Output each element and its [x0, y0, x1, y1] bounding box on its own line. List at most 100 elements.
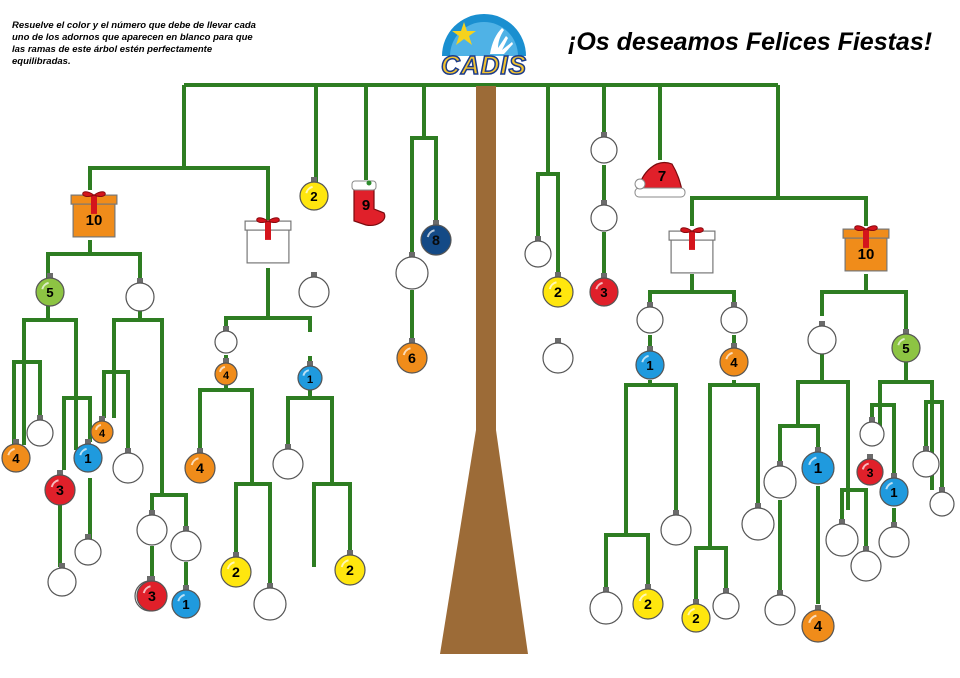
- shine: [302, 369, 310, 376]
- ornament-cap: [311, 177, 317, 183]
- ornament-ball[interactable]: 1: [73, 439, 103, 473]
- ornament-ball[interactable]: 2: [220, 552, 252, 588]
- ornament-cap: [125, 448, 131, 454]
- ornament-ball[interactable]: [272, 444, 304, 480]
- ornament-ball[interactable]: 3: [856, 454, 884, 486]
- ornament-ball[interactable]: 1: [297, 361, 323, 391]
- ornament-ball[interactable]: [170, 526, 202, 562]
- ball-body: [125, 282, 155, 312]
- ornament-number: 1: [814, 460, 823, 477]
- ornament-ball[interactable]: [878, 522, 910, 558]
- shine: [595, 208, 604, 216]
- ornament-hat[interactable]: 7: [634, 162, 686, 198]
- ornament-cap: [149, 510, 155, 516]
- branch-wire: [840, 488, 848, 522]
- ornament-ball[interactable]: 1: [879, 473, 909, 507]
- ornament-cap: [815, 447, 821, 453]
- ornament-cap: [819, 321, 825, 327]
- ornament-ball[interactable]: 4: [90, 416, 114, 444]
- ornament-ball[interactable]: 4: [184, 448, 216, 484]
- ornament-ball[interactable]: 8: [420, 220, 452, 256]
- ornament-stocking[interactable]: 9: [351, 180, 386, 226]
- ornament-ball[interactable]: [850, 546, 882, 582]
- ornament-ball[interactable]: [741, 503, 775, 541]
- ornament-ball[interactable]: [542, 338, 574, 374]
- ornament-ball[interactable]: 2: [542, 272, 574, 308]
- ornament-ball[interactable]: 3: [589, 273, 619, 307]
- ornament-gift[interactable]: 10: [842, 225, 890, 272]
- ornament-ball[interactable]: [590, 132, 618, 164]
- holly-leaf: [366, 180, 372, 186]
- ornament-ball[interactable]: [125, 278, 155, 312]
- gift-ribbon: [689, 231, 695, 250]
- ornament-number: 5: [46, 285, 54, 300]
- ornament-cap: [555, 338, 561, 344]
- ornament-number: 1: [307, 374, 314, 386]
- ornament-ball[interactable]: [214, 326, 238, 354]
- ornament-ball[interactable]: [590, 200, 618, 232]
- ornament-ball[interactable]: 5: [35, 273, 65, 307]
- ornament-ball[interactable]: [253, 583, 287, 621]
- ornament-ball[interactable]: 4: [801, 605, 835, 643]
- ornament-ball[interactable]: [764, 590, 796, 626]
- ornament-ball[interactable]: [660, 510, 692, 546]
- ornament-gift[interactable]: 10: [70, 191, 118, 238]
- cadis-logo: CADIS: [434, 6, 534, 81]
- shine: [304, 281, 313, 290]
- ornament-number: 4: [196, 461, 204, 477]
- ornament-ball[interactable]: [74, 534, 102, 566]
- branch-wire: [878, 362, 908, 440]
- ball-body: [720, 306, 748, 334]
- ornament-ball[interactable]: 2: [299, 177, 329, 211]
- branch-wire: [866, 290, 908, 333]
- branch-wire: [778, 350, 824, 466]
- ornament-ball[interactable]: 6: [396, 338, 428, 374]
- ball-body: [47, 567, 77, 597]
- ornament-ball[interactable]: [712, 588, 740, 620]
- ornament-ball[interactable]: 1: [635, 346, 665, 380]
- ornament-ball[interactable]: [298, 272, 330, 308]
- branch-wire: [102, 370, 114, 418]
- ornament-ball[interactable]: [136, 510, 168, 546]
- ornament-ball[interactable]: [26, 415, 54, 447]
- ornament-ball[interactable]: 4: [719, 343, 749, 377]
- ornament-ball[interactable]: [47, 563, 77, 597]
- greeting-title: ¡Os deseamos Felices Fiestas!: [568, 28, 933, 56]
- ornament-ball[interactable]: [524, 236, 552, 268]
- branch-wire: [848, 488, 868, 550]
- ornament-ball[interactable]: 3: [136, 576, 168, 612]
- ornament-gift[interactable]: [244, 217, 292, 264]
- ornament-ball[interactable]: [763, 461, 797, 499]
- ornament-ball[interactable]: [112, 448, 144, 484]
- ball-body: [395, 256, 429, 290]
- ornament-ball[interactable]: 1: [801, 447, 835, 485]
- ornament-ball[interactable]: [912, 446, 940, 478]
- ornament-ball[interactable]: 4: [214, 358, 238, 386]
- shine: [897, 337, 905, 346]
- ornament-ball[interactable]: 2: [632, 584, 664, 620]
- ornament-ball[interactable]: [589, 587, 623, 625]
- ornament-ball[interactable]: 5: [891, 329, 921, 363]
- ornament-ball[interactable]: [825, 519, 859, 557]
- branch-wire: [778, 196, 868, 226]
- ornament-ball[interactable]: [720, 302, 748, 334]
- ornament-number: 3: [56, 483, 64, 499]
- branch-wire: [604, 380, 652, 592]
- ornament-ball[interactable]: 2: [334, 550, 366, 586]
- ornament-ball[interactable]: [807, 321, 837, 355]
- ornament-ball[interactable]: [636, 302, 664, 334]
- branch-wire: [710, 546, 728, 594]
- tree-trunk: [440, 86, 528, 654]
- ball-body: [850, 550, 882, 582]
- ornament-ball[interactable]: 3: [44, 470, 76, 506]
- ornament-cap: [647, 346, 653, 352]
- ornament-ball[interactable]: [929, 487, 955, 517]
- ornament-cap: [891, 522, 897, 528]
- ornament-ball[interactable]: [395, 252, 429, 290]
- ornament-ball[interactable]: 2: [681, 599, 711, 633]
- ornament-ball[interactable]: 4: [1, 439, 31, 473]
- ornament-gift[interactable]: [668, 227, 716, 274]
- ornament-ball[interactable]: 1: [171, 585, 201, 619]
- ornament-ball[interactable]: [859, 417, 885, 447]
